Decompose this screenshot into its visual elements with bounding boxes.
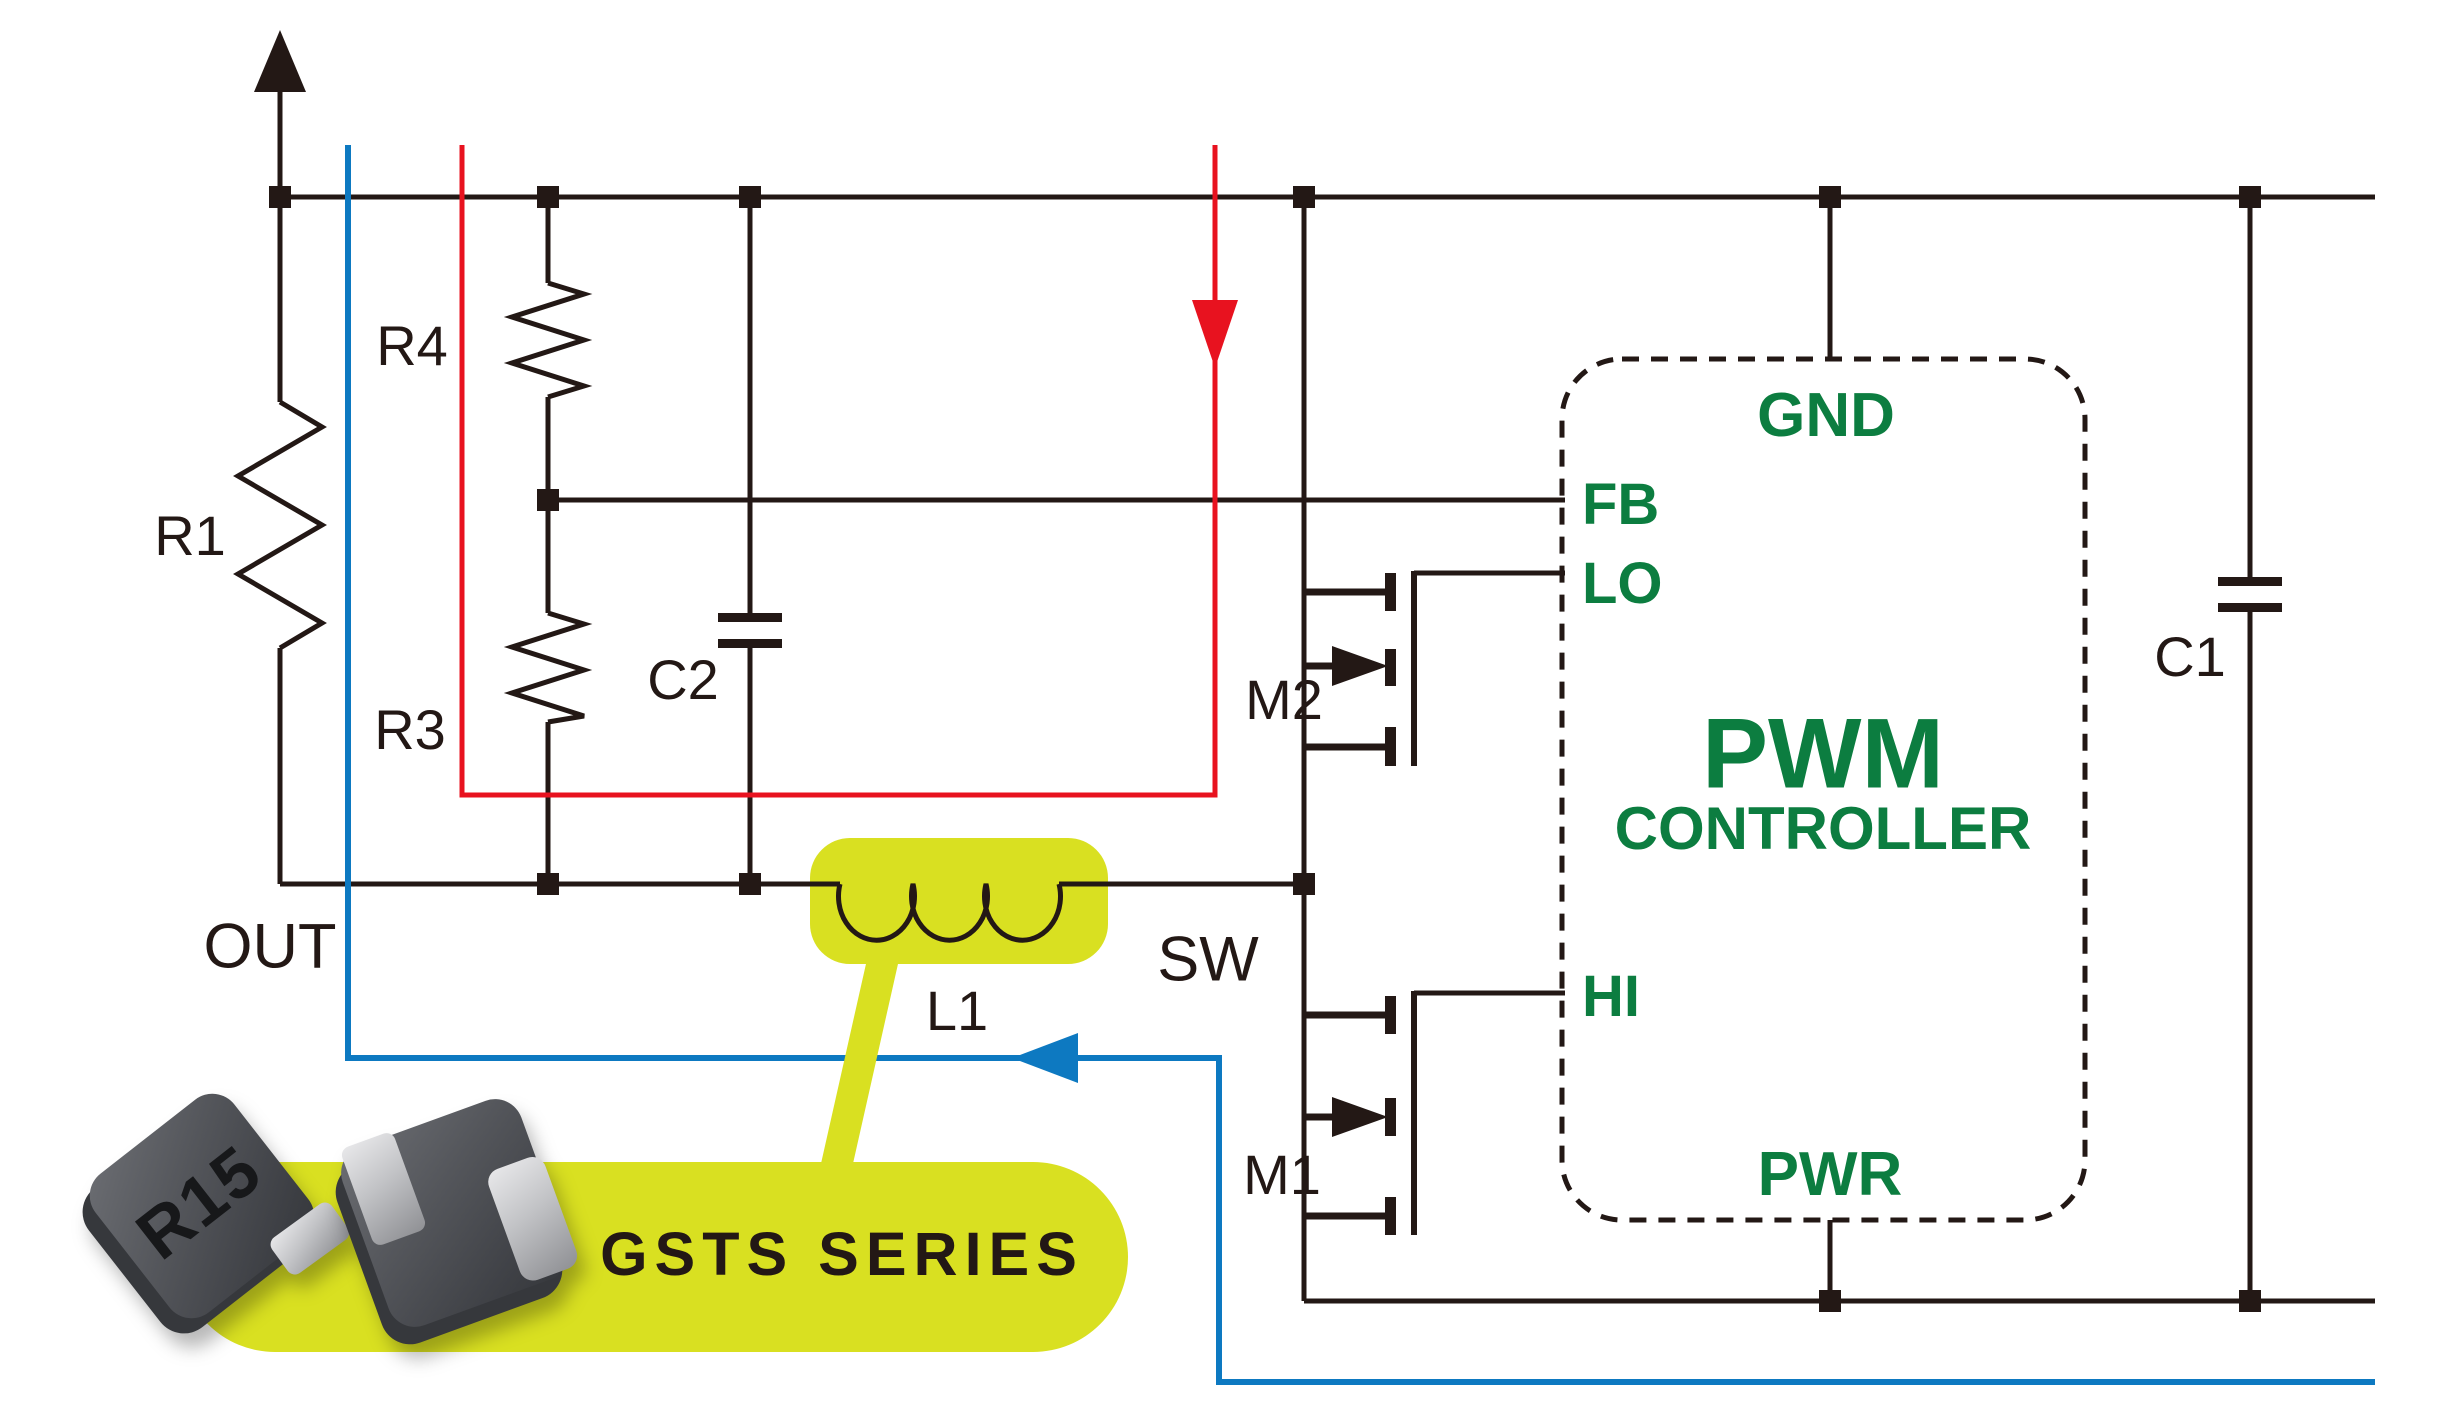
label-m2: M2 (1245, 668, 1323, 731)
feedback-path-red (459, 145, 1238, 798)
resistor-r1-zigzag (233, 399, 327, 651)
current-loop-blue (345, 145, 2375, 1385)
pin-label-gnd: GND (1757, 381, 1895, 450)
label-r3: R3 (374, 698, 446, 761)
inductor-photo-r15: R15 (70, 1082, 353, 1346)
resistor-r3-zigzag (503, 610, 593, 725)
label-m1: M1 (1243, 1143, 1321, 1206)
pin-label-hi: HI (1582, 964, 1640, 1029)
power-up-arrow-icon (254, 30, 306, 92)
label-out-net: OUT (203, 911, 337, 982)
label-l1: L1 (925, 979, 989, 1042)
part-marking-label: R15 (122, 1130, 277, 1275)
inductor-photo-plain (327, 1090, 590, 1353)
capacitor-plates (718, 577, 2282, 648)
series-name-label: GSTS SERIES (600, 1220, 1084, 1288)
label-r4: R4 (376, 314, 448, 377)
resistor-r4-zigzag (503, 280, 593, 400)
controller-title-pwm: PWM (1702, 697, 1944, 809)
c2-plate-bottom (718, 639, 782, 648)
label-c1: C1 (2154, 625, 2226, 688)
pin-label-pwr: PWR (1757, 1140, 1903, 1209)
junction-dots (269, 186, 2261, 1312)
inductor-l1-coil (836, 883, 1063, 943)
pin-label-lo: LO (1582, 551, 1663, 616)
label-r1: R1 (154, 504, 226, 567)
m1-body-arrow-icon (1332, 1097, 1388, 1137)
label-c2: C2 (647, 648, 719, 711)
inductor-terminal (484, 1153, 582, 1285)
mosfet-m1-symbol (1304, 990, 1565, 1235)
label-sw-net: SW (1157, 924, 1259, 995)
blue-current-left-arrow-icon (1012, 1033, 1078, 1083)
c1-plate-top (2218, 577, 2282, 586)
c2-plate-top (718, 613, 782, 622)
inductor-body: R15 (78, 1082, 353, 1330)
mosfet-m2-symbol (1304, 570, 1565, 766)
controller-title-controller: CONTROLLER (1614, 795, 2032, 862)
pin-label-fb: FB (1582, 472, 1660, 537)
m2-body-arrow-icon (1332, 646, 1388, 686)
red-current-down-arrow-icon (1192, 300, 1238, 368)
c1-plate-bottom (2218, 603, 2282, 612)
callout-wedge (820, 955, 900, 1168)
l1-highlight-pad (810, 838, 1108, 964)
